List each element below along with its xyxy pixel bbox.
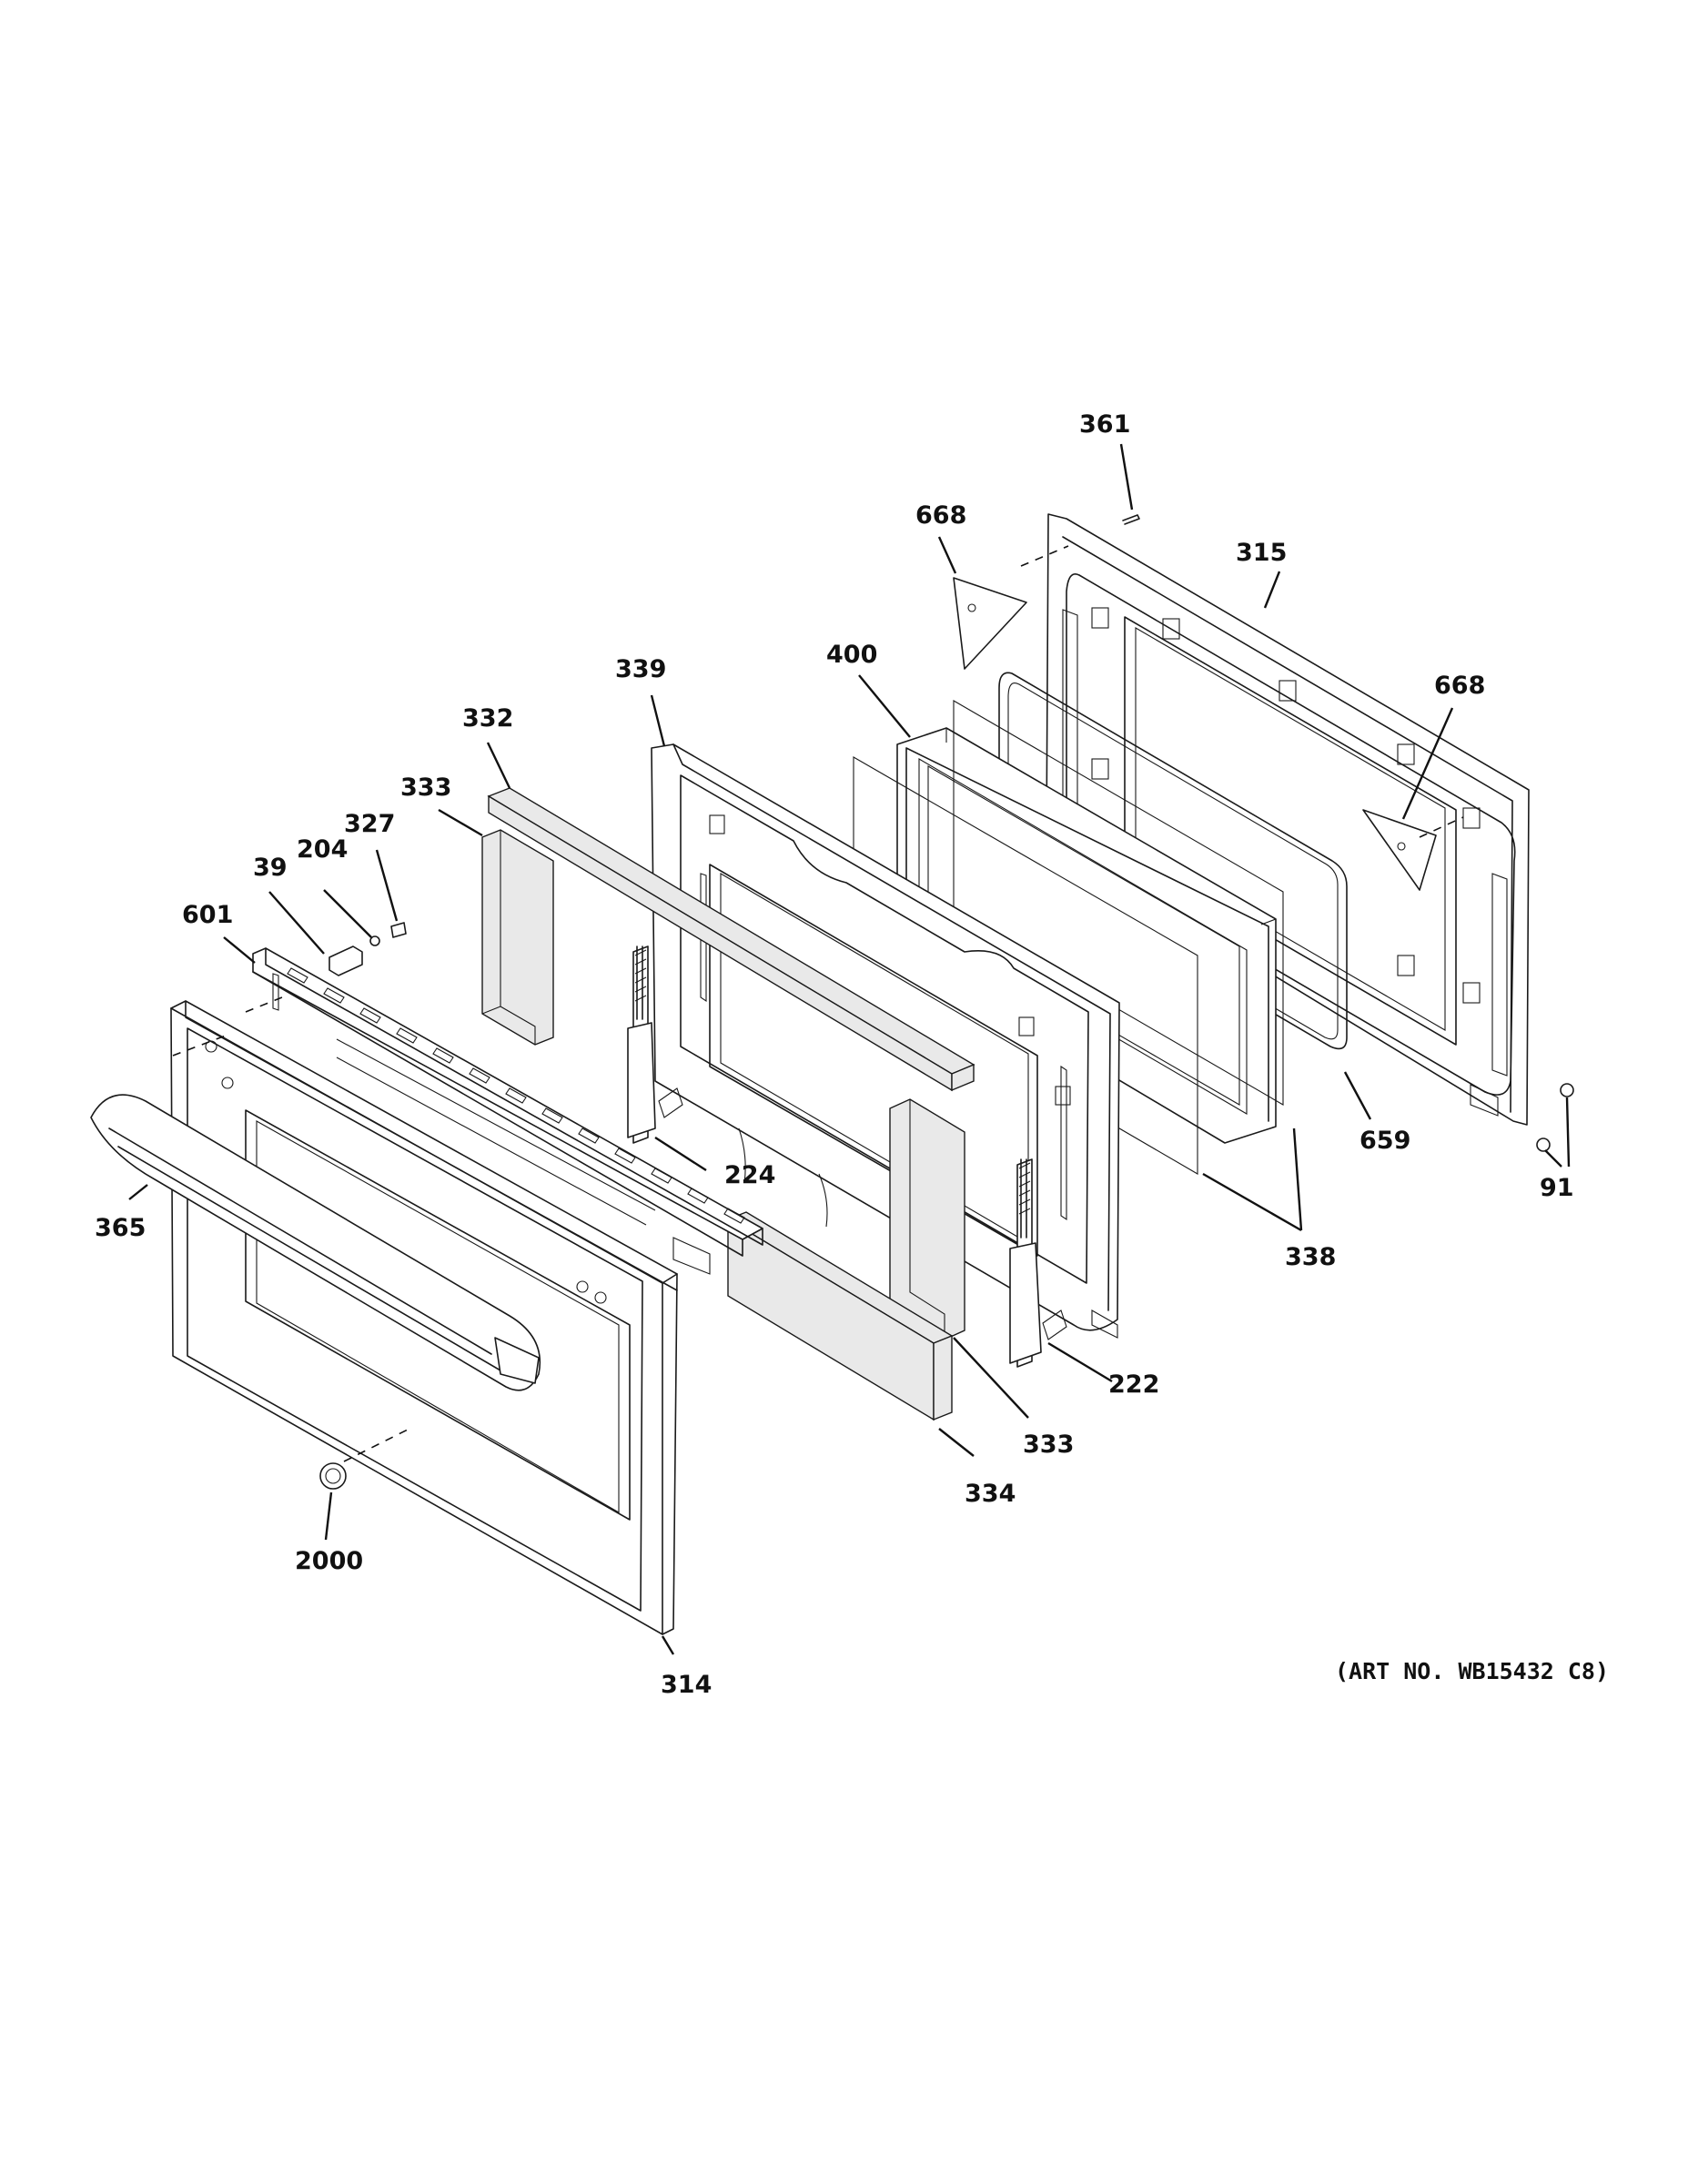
callout-601: 601 — [182, 901, 233, 929]
screw-361 — [1122, 514, 1140, 525]
insulation-333-right — [889, 1098, 965, 1340]
vent-trim-601 — [252, 947, 763, 1275]
leader-lines — [128, 443, 1571, 1655]
callout-400: 400 — [826, 641, 877, 669]
screw-204 — [369, 935, 380, 946]
callout-659: 659 — [1359, 1127, 1410, 1155]
door-handle-365 — [90, 1094, 541, 1391]
callout-224: 224 — [724, 1161, 775, 1189]
callout-333-top: 333 — [400, 774, 451, 802]
insulation-pad-668-right — [1362, 809, 1437, 891]
screws-91 — [1536, 1083, 1574, 1152]
door-gasket-659 — [998, 672, 1348, 1050]
insulation-333-left — [481, 829, 554, 1046]
hinge-224 — [627, 945, 683, 1144]
bracket-39 — [329, 945, 363, 976]
callout-668-right: 668 — [1434, 672, 1485, 700]
callout-332: 332 — [462, 704, 513, 733]
insulation-334 — [726, 1211, 954, 1421]
clip-327 — [390, 922, 407, 938]
callout-668-top: 668 — [915, 501, 966, 530]
callout-2000: 2000 — [295, 1547, 363, 1575]
callout-339: 339 — [615, 655, 666, 683]
insulation-332 — [487, 787, 975, 1092]
callout-338: 338 — [1285, 1243, 1336, 1271]
callout-334: 334 — [965, 1480, 1016, 1508]
callout-204: 204 — [297, 835, 348, 864]
art-number: (ART NO. WB15432 C8) — [1335, 1658, 1610, 1684]
alignment-dashes — [172, 545, 1464, 1462]
inner-door-liner-315 — [1046, 513, 1530, 1126]
callout-314: 314 — [661, 1671, 712, 1699]
hinge-222 — [1009, 1158, 1067, 1368]
callout-91: 91 — [1540, 1174, 1574, 1202]
callout-315: 315 — [1236, 539, 1287, 567]
callout-333-bottom: 333 — [1023, 1431, 1074, 1459]
insulation-pad-668-top — [953, 577, 1027, 670]
badge-2000 — [319, 1462, 347, 1490]
callout-365: 365 — [95, 1214, 146, 1242]
callout-39: 39 — [253, 854, 288, 882]
callout-327: 327 — [344, 810, 395, 838]
callout-labels: 361 668 315 668 400 339 332 333 327 204 … — [95, 410, 1574, 1699]
callout-222: 222 — [1108, 1370, 1159, 1399]
callout-361: 361 — [1079, 410, 1130, 439]
